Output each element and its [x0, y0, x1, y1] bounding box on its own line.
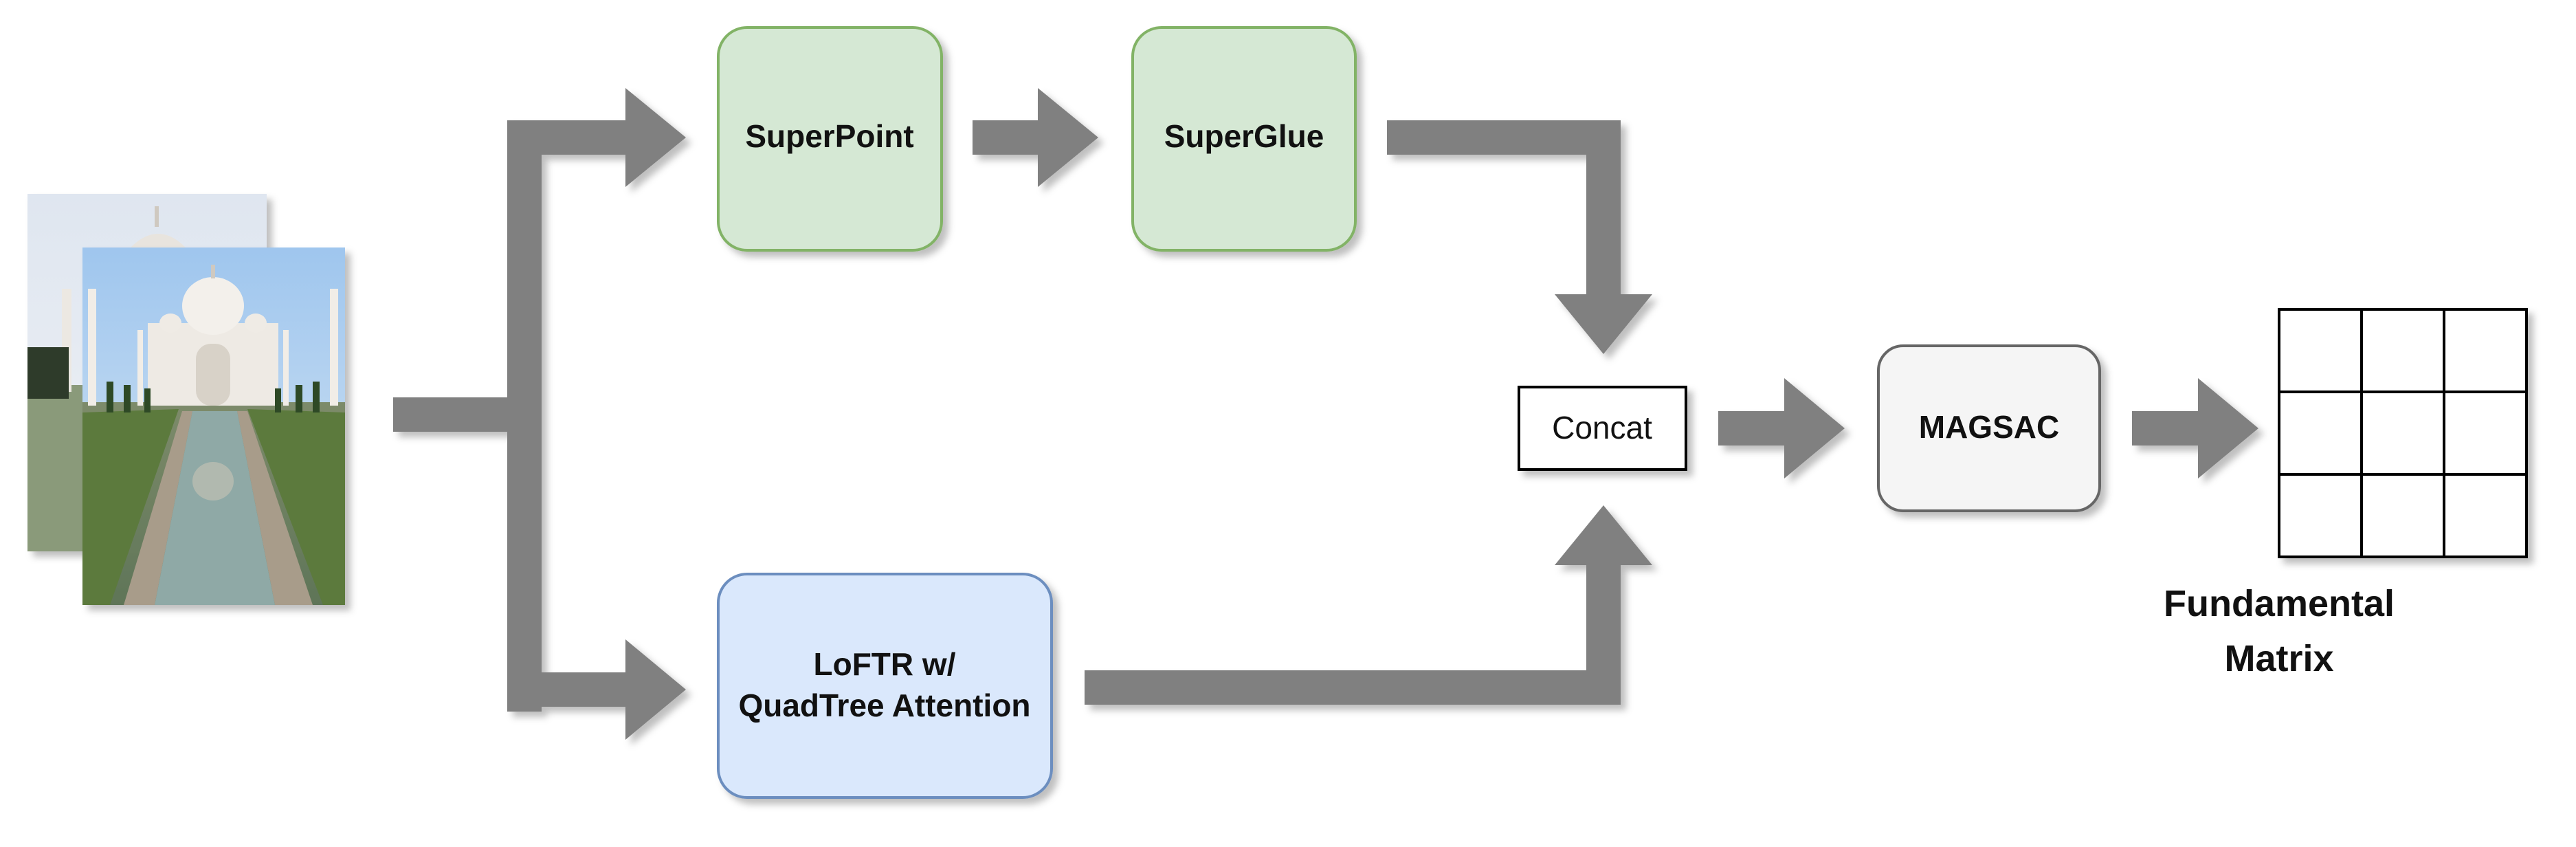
arrow-superglue-to-concat — [1387, 120, 1652, 354]
matrix-cell — [2360, 390, 2445, 476]
arrow-superpoint-to-superglue — [973, 88, 1098, 187]
superpoint-label: SuperPoint — [745, 118, 913, 154]
superglue-box: SuperGlue — [1131, 26, 1357, 252]
matrix-cell — [2360, 473, 2445, 558]
magsac-box: MAGSAC — [1877, 344, 2101, 512]
loftr-label-line1: LoFTR w/ — [814, 646, 956, 682]
superpoint-box: SuperPoint — [717, 26, 943, 252]
arrow-loftr-to-concat — [1085, 505, 1652, 705]
arrow-concat-to-magsac — [1718, 378, 1845, 478]
loftr-box: LoFTR w/ QuadTree Attention — [717, 573, 1053, 799]
arrow-input-split — [393, 88, 686, 740]
matrix-cell — [2278, 473, 2363, 558]
output-label-line1: Fundamental — [2164, 583, 2395, 624]
taj-mahal-photo-icon-front — [82, 248, 345, 605]
matrix-cell — [2360, 308, 2445, 393]
matrix-cell — [2443, 308, 2528, 393]
concat-label: Concat — [1552, 410, 1652, 446]
concat-box: Concat — [1518, 386, 1687, 471]
fundamental-matrix-grid — [2278, 308, 2528, 558]
matrix-cell — [2443, 473, 2528, 558]
magsac-label: MAGSAC — [1919, 409, 2059, 445]
matrix-cell — [2443, 390, 2528, 476]
arrow-magsac-to-matrix — [2132, 378, 2258, 478]
output-label-line2: Matrix — [2224, 638, 2333, 679]
loftr-label-line2: QuadTree Attention — [738, 688, 1030, 723]
matrix-cell — [2278, 390, 2363, 476]
superglue-label: SuperGlue — [1164, 118, 1324, 154]
matrix-cell — [2278, 308, 2363, 393]
